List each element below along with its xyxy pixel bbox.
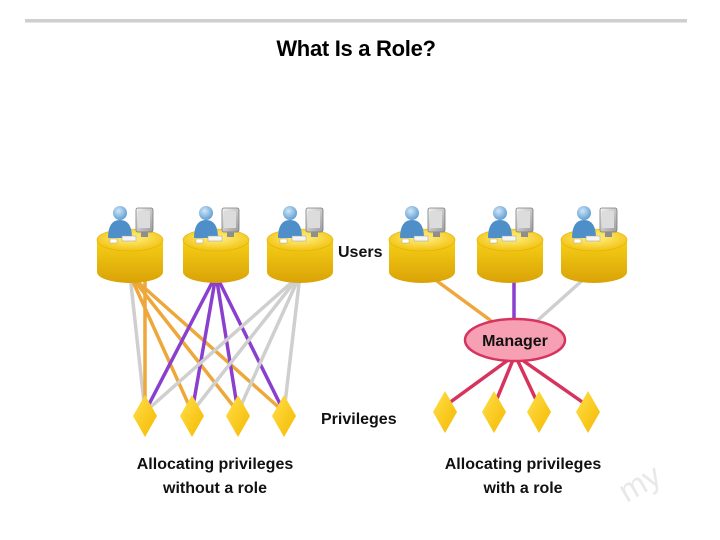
privilege-diamond-icon [482,391,506,433]
manager-label: Manager [482,333,548,350]
user-workstation-icon [388,205,456,284]
left-connection-lines [128,273,302,414]
privilege-diamond-icon [272,395,296,437]
caption-with-role: Allocating privileges with a role [444,456,602,497]
user-workstation-icon [476,205,544,284]
privilege-diamond-icon [433,391,457,433]
privilege-diamond-icon [527,391,551,433]
caption-without-role: Allocating privileges without a role [136,456,294,497]
page-title: What Is a Role? [276,36,436,61]
privilege-diamond-icon [576,391,600,433]
top-divider [25,19,687,23]
user-workstation-icon [266,205,334,284]
privilege-diamond-icon [133,395,157,437]
user-workstation-icon [560,205,628,284]
user-workstation-icon [182,205,250,284]
manager-role-ellipse [463,317,567,363]
users-label: Users [338,244,383,261]
privileges-label: Privileges [321,411,397,428]
user-workstation-icon [96,205,164,284]
